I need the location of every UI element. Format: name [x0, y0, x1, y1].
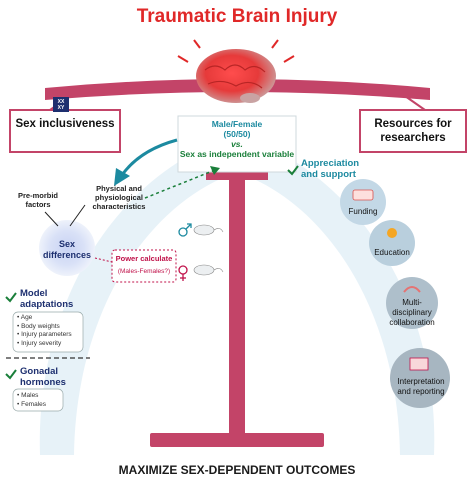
chromosome-label: XX XY — [57, 99, 65, 111]
physical-arrow — [69, 204, 86, 227]
check-icon-model — [5, 292, 17, 303]
center-line4: Sex as independent variable — [179, 149, 295, 159]
power-label: Power calculate — [115, 254, 173, 263]
power-sub-label: (Males-Females?) — [117, 268, 171, 275]
model-item-severity: • Injury severity — [17, 339, 62, 347]
collab-circle — [386, 277, 438, 329]
power-line — [94, 257, 113, 263]
dotted-arrow — [144, 169, 216, 199]
mouse-icon-male — [193, 224, 224, 236]
center-box — [177, 115, 297, 173]
center-line2: (50/50) — [223, 129, 251, 139]
center-box-text: Male/Female (50/50) vs. Sex as independe… — [178, 119, 296, 159]
premorbid-arrow — [44, 211, 59, 227]
funding-icon — [352, 189, 374, 201]
gonadal-item-females: • Females — [17, 400, 47, 408]
physical-label: Physical and physiological characteristi… — [92, 184, 146, 211]
gonadal-items-list: • Males • Females — [17, 392, 63, 409]
collab-label: Multi-disciplinary collaboration — [389, 298, 435, 327]
power-box — [111, 249, 177, 283]
mouse-icon-female — [193, 264, 224, 276]
interpret-icon — [409, 357, 429, 371]
education-circle — [369, 220, 415, 266]
chromosome-icon — [53, 97, 69, 112]
page-title: Traumatic Brain Injury — [136, 6, 338, 27]
gonadal-label: Gonadal hormones — [20, 366, 66, 388]
funding-circle — [340, 179, 386, 225]
balance-pole — [229, 170, 245, 435]
education-icon — [387, 228, 397, 238]
dotted-arrowhead — [210, 166, 220, 175]
model-adaptations-label: Model adaptations — [20, 288, 74, 310]
check-icon-gonadal — [5, 369, 17, 380]
model-items-list: • Age • Body weights • Injury parameters… — [17, 314, 83, 348]
bottom-banner: MAXIMIZE SEX-DEPENDENT OUTCOMES — [118, 463, 356, 477]
center-line1: Male/Female — [211, 119, 263, 129]
right-box-label: Resources for researchers — [374, 118, 452, 144]
interpret-label: Interpretation and reporting — [397, 377, 445, 396]
model-item-params: • Injury parameters — [17, 331, 72, 338]
center-line3: vs. — [231, 139, 243, 149]
male-symbol — [178, 223, 192, 237]
female-symbol — [178, 265, 188, 281]
right-tray-string — [404, 95, 426, 111]
curved-arrow — [120, 138, 178, 176]
model-items-box — [12, 311, 84, 353]
brain-rays — [177, 39, 295, 63]
model-item-age: • Age — [17, 314, 33, 321]
premorbid-label: Pre-morbid factors — [18, 191, 59, 209]
collab-icon — [403, 286, 421, 293]
arc-band — [39, 135, 435, 455]
right-box — [359, 109, 467, 153]
left-box — [9, 109, 121, 153]
brain-icon — [196, 49, 276, 103]
left-box-label: Sex inclusiveness — [15, 118, 115, 130]
gonadal-items-box — [12, 388, 64, 412]
sex-differences-label: Sex differences — [43, 239, 92, 260]
funding-label: Funding — [348, 207, 378, 216]
model-item-weights: • Body weights — [17, 322, 60, 330]
gonadal-item-males: • Males — [17, 392, 39, 399]
curved-arrowhead — [114, 168, 130, 186]
appreciation-label: Appreciation and support — [301, 158, 360, 180]
education-label: Education — [374, 248, 410, 257]
sex-differences-circle — [39, 220, 95, 276]
pole-cap — [206, 170, 268, 180]
balance-base — [150, 433, 324, 447]
interpret-circle — [390, 348, 450, 408]
check-icon-appreciation — [287, 165, 299, 176]
